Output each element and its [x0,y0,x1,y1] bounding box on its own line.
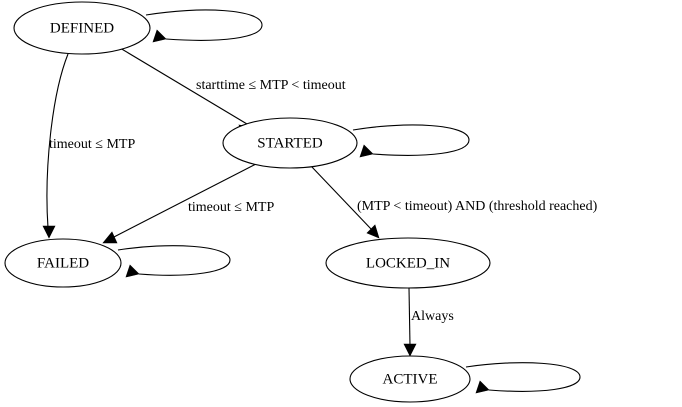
edge-locked-in-to-active-path [408,287,411,347]
edge-started-to-failed-arrowhead [102,231,118,244]
node-active[interactable]: ACTIVE [349,355,471,403]
edge-started-to-failed[interactable]: timeout ≤ MTP [102,163,274,244]
node-active-ellipse [349,355,471,403]
edge-label-locked-in-to-active: Always [411,309,454,324]
node-locked-in[interactable]: LOCKED_IN [325,237,491,289]
edge-defined-to-failed-arrowhead [42,225,56,239]
edge-locked-in-to-active[interactable]: Always [403,287,454,357]
edge-defined-to-failed[interactable]: timeout ≤ MTP [42,53,135,239]
edge-started-self-loop-path [352,124,470,156]
edge-label-started-to-locked-in: (MTP < timeout) AND (threshold reached) [357,199,598,214]
edge-locked-in-to-active-arrowhead [403,343,417,357]
edge-active-self-loop[interactable] [465,362,581,394]
node-failed-label: FAILED [37,255,89,271]
edge-active-self-loop-arrowhead [475,380,490,394]
edge-started-self-loop-arrowhead [359,144,374,158]
edge-defined-self-loop[interactable] [145,9,263,43]
node-active-label: ACTIVE [383,371,438,387]
edge-started-to-locked-in-arrowhead [366,224,380,239]
node-started[interactable]: STARTED [222,117,358,169]
edge-started-to-locked-in[interactable]: (MTP < timeout) AND (threshold reached) [310,165,598,239]
edge-label-defined-to-failed: timeout ≤ MTP [49,137,135,152]
edge-started-self-loop[interactable] [352,124,470,158]
edge-label-started-to-failed: timeout ≤ MTP [188,200,274,215]
node-defined-ellipse [13,1,151,55]
node-started-ellipse [222,117,358,169]
edge-failed-self-loop-path [117,245,231,276]
edge-defined-to-started-path [119,47,253,128]
edge-started-to-failed-path [111,163,257,239]
node-defined[interactable]: DEFINED [13,1,151,55]
edge-started-to-locked-in-path [310,165,373,231]
edge-defined-to-failed-path [46,53,69,229]
edge-failed-self-loop[interactable] [117,245,231,278]
edge-defined-self-loop-path [145,9,263,41]
edge-failed-self-loop-arrowhead [125,264,140,278]
node-failed-ellipse [4,238,122,288]
edge-active-self-loop-path [465,362,581,392]
node-defined-label: DEFINED [50,20,114,36]
node-locked-in-label: LOCKED_IN [366,255,450,271]
node-locked-in-ellipse [325,237,491,289]
node-failed[interactable]: FAILED [4,238,122,288]
edge-label-defined-to-started: starttime ≤ MTP < timeout [196,78,346,93]
edge-defined-self-loop-arrowhead [152,29,167,43]
node-started-label: STARTED [257,135,323,151]
